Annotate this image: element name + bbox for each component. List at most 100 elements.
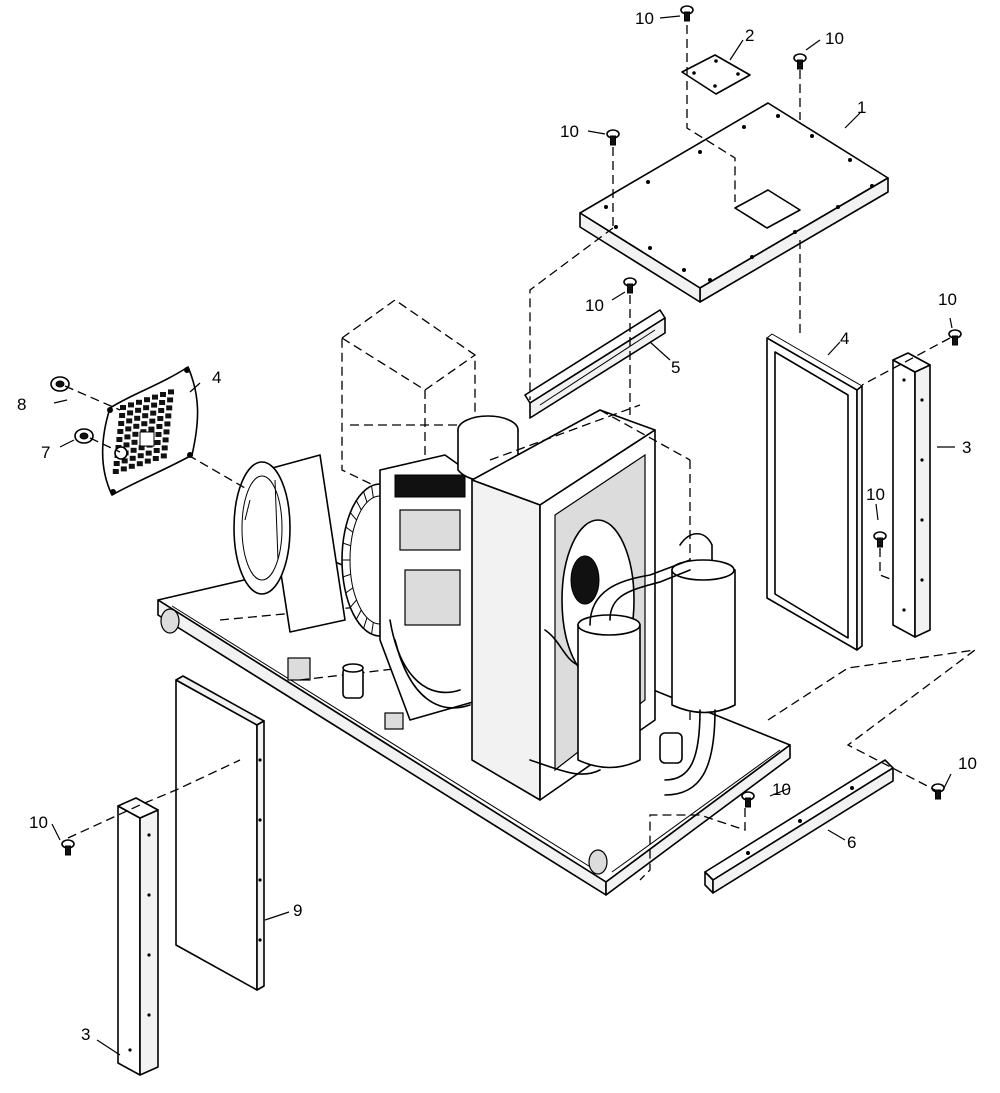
- grille-cell: [116, 437, 123, 442]
- callout-8: 7: [41, 443, 50, 462]
- callout-2: 2: [745, 26, 754, 45]
- fin-line: [371, 485, 374, 498]
- grille-cell: [141, 421, 148, 427]
- bolts-10: [61, 5, 962, 856]
- grille-cell: [119, 413, 126, 418]
- grille-cell: [121, 458, 128, 464]
- callout-10-roof-left: 10: [560, 122, 579, 141]
- grille-cell: [125, 426, 132, 432]
- fin-line: [349, 599, 357, 608]
- bolt: [741, 791, 755, 808]
- fin-line: [345, 587, 354, 594]
- grille-cell: [168, 389, 174, 395]
- fin-line: [349, 512, 357, 521]
- grille-cell: [130, 447, 137, 453]
- roof-panel-holes: [604, 114, 874, 282]
- callout-labels: 10 2 10 1 10 10 5 4 10 3 10 4 8 7 10 10 …: [17, 9, 977, 1044]
- callout-3-left: 3: [81, 1025, 90, 1044]
- callout-6: 6: [847, 833, 856, 852]
- callout-10-right: 10: [938, 290, 957, 309]
- corner-post-left: [117, 797, 159, 1076]
- bolt: [948, 329, 962, 346]
- grille-cell: [144, 397, 150, 403]
- grille-cell: [159, 400, 166, 405]
- callout-4-right: 4: [840, 329, 849, 348]
- grille-cell: [129, 455, 136, 461]
- grille-cell: [167, 397, 174, 403]
- grille-cell: [127, 410, 134, 416]
- bolt: [680, 5, 694, 22]
- fasteners: [50, 5, 962, 856]
- grille-cell: [148, 426, 155, 432]
- grille-cell: [112, 469, 119, 474]
- grille-cell: [133, 423, 140, 429]
- side-panel-left: [175, 675, 265, 991]
- grille-cell: [128, 402, 134, 408]
- callout-10-left: 10: [29, 813, 48, 832]
- grille-cell: [145, 450, 152, 456]
- bottom-bracket: [704, 759, 894, 894]
- bolt: [931, 783, 945, 800]
- callout-4-left: 9: [293, 901, 302, 920]
- grille-cell: [120, 405, 126, 410]
- nut-9: [50, 376, 70, 392]
- fin-line: [363, 617, 368, 629]
- callout-10-post: 10: [866, 485, 885, 504]
- assembly-lines: [64, 25, 976, 881]
- grille-cell: [154, 440, 161, 445]
- bolt: [873, 531, 887, 548]
- grille-cell: [165, 413, 172, 419]
- roof-panel: [579, 102, 889, 303]
- fin-line: [371, 622, 374, 635]
- grille-cell: [117, 429, 124, 434]
- fin-line: [355, 500, 362, 511]
- grille-cell: [160, 392, 166, 397]
- grille-cell: [149, 418, 156, 424]
- callout-7: 4: [212, 368, 221, 387]
- grille-cell: [128, 463, 135, 469]
- grille-cell: [164, 421, 171, 427]
- grille-cell: [162, 437, 169, 443]
- grille-cell: [120, 466, 127, 472]
- grille-cell: [136, 461, 143, 467]
- bolt: [61, 839, 75, 856]
- grille-cell: [131, 439, 138, 445]
- grille-cell: [138, 445, 145, 451]
- grille-cell: [118, 421, 125, 426]
- callout-10-bracket: 10: [585, 296, 604, 315]
- grille-cell: [123, 442, 130, 448]
- grille-cell: [135, 407, 142, 413]
- bolt: [793, 53, 807, 70]
- generator-assembly: [233, 299, 736, 801]
- callout-5: 5: [671, 358, 680, 377]
- grille-cell: [151, 402, 158, 408]
- grille-cell: [158, 408, 165, 413]
- grille-cell: [157, 416, 164, 421]
- fin-line: [355, 609, 362, 620]
- grille-cell: [155, 432, 162, 437]
- callout-leaders: [51, 15, 955, 1056]
- callout-10-bottom-right: 10: [958, 754, 977, 773]
- grille-cell: [153, 448, 160, 453]
- grille-cell: [142, 413, 149, 419]
- cover-plate: [681, 54, 751, 95]
- callout-10-top-right: 10: [825, 29, 844, 48]
- fin-line: [342, 573, 351, 578]
- grille-cell: [113, 461, 120, 466]
- grille-cell: [152, 394, 158, 400]
- callout-3-right: 3: [962, 438, 971, 457]
- grille-cell: [126, 418, 133, 424]
- fin-line: [345, 526, 354, 533]
- callout-9: 8: [17, 395, 26, 414]
- washer-8: [74, 428, 94, 444]
- grille-cell: [166, 405, 173, 411]
- callout-10-bottom: 10: [772, 780, 791, 799]
- grille-cell: [132, 431, 139, 437]
- bolt: [623, 277, 637, 294]
- grille-cell: [163, 429, 170, 435]
- side-panel-right: [766, 333, 863, 651]
- fin-line: [342, 542, 351, 547]
- grille-cell: [160, 453, 167, 459]
- grille-mesh: [112, 389, 174, 474]
